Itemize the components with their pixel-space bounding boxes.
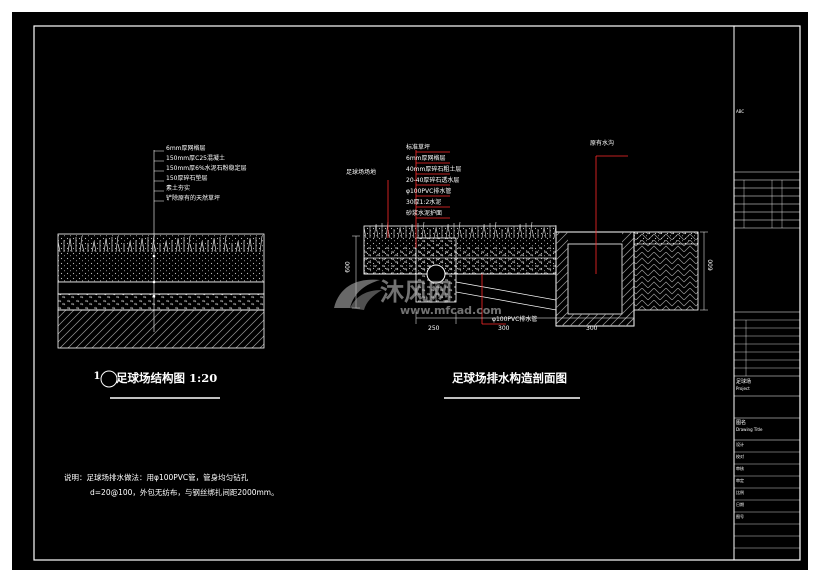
- drain-layer-6: 30厚1:2水泥: [406, 199, 442, 206]
- layer-label-2: 150mm厚C25混凝土: [166, 155, 225, 162]
- layer-label-3: 150mm厚6%水泥石粉稳定层: [166, 165, 247, 172]
- watermark-brand: 沐风网: [380, 278, 452, 306]
- structure-title: 足球场结构图 1:20: [116, 371, 218, 385]
- tb-top-label: ABC: [736, 109, 745, 114]
- layer-label-6: 铲除原有的天然草坪: [166, 195, 221, 202]
- tb-project-title-en: Project: [736, 386, 750, 391]
- tb-field-7: 图号: [736, 514, 744, 519]
- pitch-label: 足球场场地: [346, 169, 377, 176]
- layer-label-4: 150厚碎石垫层: [166, 175, 208, 182]
- dim-right: 600: [707, 259, 715, 271]
- grass-blades: [57, 235, 263, 253]
- watermark-url: www.mfcad.com: [400, 304, 502, 317]
- cad-sheet: 6mm厚网格层 150mm厚C25混凝土 150mm厚6%水泥石粉稳定层 150…: [12, 12, 808, 570]
- tb-drawing-title: 图名: [736, 420, 747, 426]
- drainage-title: 足球场排水构造剖面图: [452, 371, 567, 385]
- tb-project-title: 足球场: [736, 379, 752, 385]
- tb-field-4: 审定: [736, 478, 744, 483]
- title-number: 1: [93, 371, 101, 382]
- cad-linework: [33, 25, 801, 561]
- tb-field-1: 设计: [736, 442, 744, 447]
- note-line-1: 说明：足球场排水做法：用φ100PVC管，管身均匀钻孔: [64, 473, 249, 482]
- dim-height: 600: [344, 261, 352, 273]
- drain-layer-2: 6mm厚网格层: [406, 155, 446, 162]
- dim-300-b: 300: [586, 325, 598, 332]
- drain-layer-5: φ100PVC排水管: [406, 188, 452, 195]
- pipe-label: φ100PVC排水管: [492, 316, 538, 323]
- structure-section: [57, 150, 265, 349]
- tb-drawing-title-en: Drawing Title: [736, 427, 763, 432]
- title-number-circle: [100, 370, 118, 388]
- tb-field-5: 比例: [736, 490, 744, 495]
- title-block: [733, 26, 800, 560]
- drain-layer-1: 标准草坪: [406, 144, 431, 151]
- tb-field-2: 校对: [736, 454, 744, 459]
- leader-ticks: [152, 254, 156, 298]
- concrete-layer: [57, 281, 265, 295]
- soil-layer: [57, 309, 265, 349]
- dim-300-a: 300: [498, 325, 510, 332]
- dim-250: 250: [428, 325, 440, 332]
- tb-field-6: 日期: [736, 502, 744, 507]
- well-label: 原有水沟: [590, 140, 615, 147]
- drain-layer-3: 40mm厚碎石粗土层: [406, 166, 462, 173]
- drain-layer-4: 20-40厚碎石透水层: [406, 177, 460, 184]
- layer-label-1: 6mm厚网格层: [166, 145, 206, 152]
- red-leaders: [387, 150, 628, 325]
- drawing-frame: [33, 25, 801, 561]
- note-line-2: d=20@100，外包无纺布，与钢丝绑扎间距2000mm。: [90, 488, 279, 497]
- grass-layer: [57, 233, 265, 283]
- grass-blades-2: [363, 221, 557, 239]
- watermark-logo: [334, 279, 382, 310]
- layer-label-5: 素土夯实: [166, 185, 191, 192]
- drainage-section: [352, 150, 708, 327]
- drain-layer-7: 砂浆水泥护面: [406, 210, 443, 217]
- tb-field-3: 审核: [736, 466, 744, 471]
- stabilized-layer: [57, 293, 265, 311]
